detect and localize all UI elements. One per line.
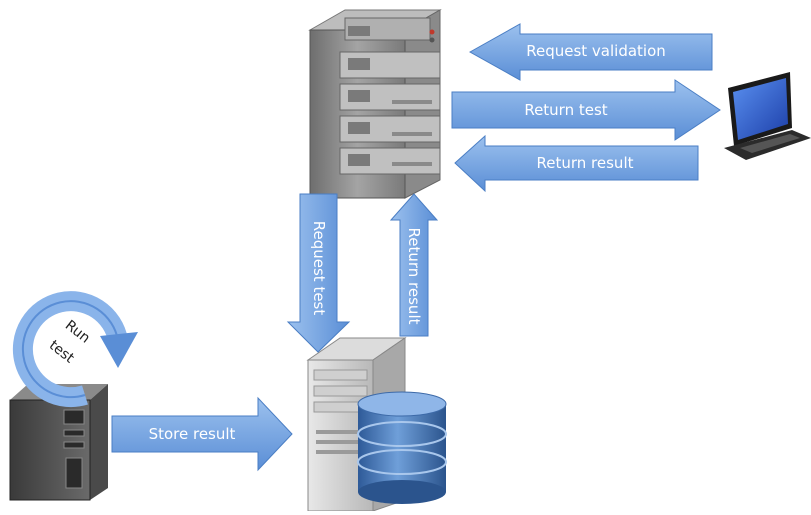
run-test-loop-arrow <box>12 291 138 408</box>
rack-server-icon <box>308 9 442 199</box>
small-server-icon <box>9 384 108 501</box>
label-store-result: Store result <box>148 425 236 443</box>
arrow-request-test <box>286 193 351 353</box>
label-request-validation: Request validation <box>526 42 666 60</box>
label-request-test: Request test <box>310 220 328 316</box>
database-icon <box>357 391 447 504</box>
arrow-return-result-top <box>454 134 699 193</box>
label-return-result-vertical: Return result <box>405 227 423 325</box>
label-return-result-top: Return result <box>536 154 634 172</box>
label-return-test: Return test <box>524 101 608 119</box>
arrow-request-validation <box>468 23 713 81</box>
arrow-return-result-vertical <box>389 193 439 337</box>
laptop-icon <box>724 72 811 160</box>
arrow-store-result <box>111 396 293 472</box>
arrow-return-test <box>451 79 721 141</box>
